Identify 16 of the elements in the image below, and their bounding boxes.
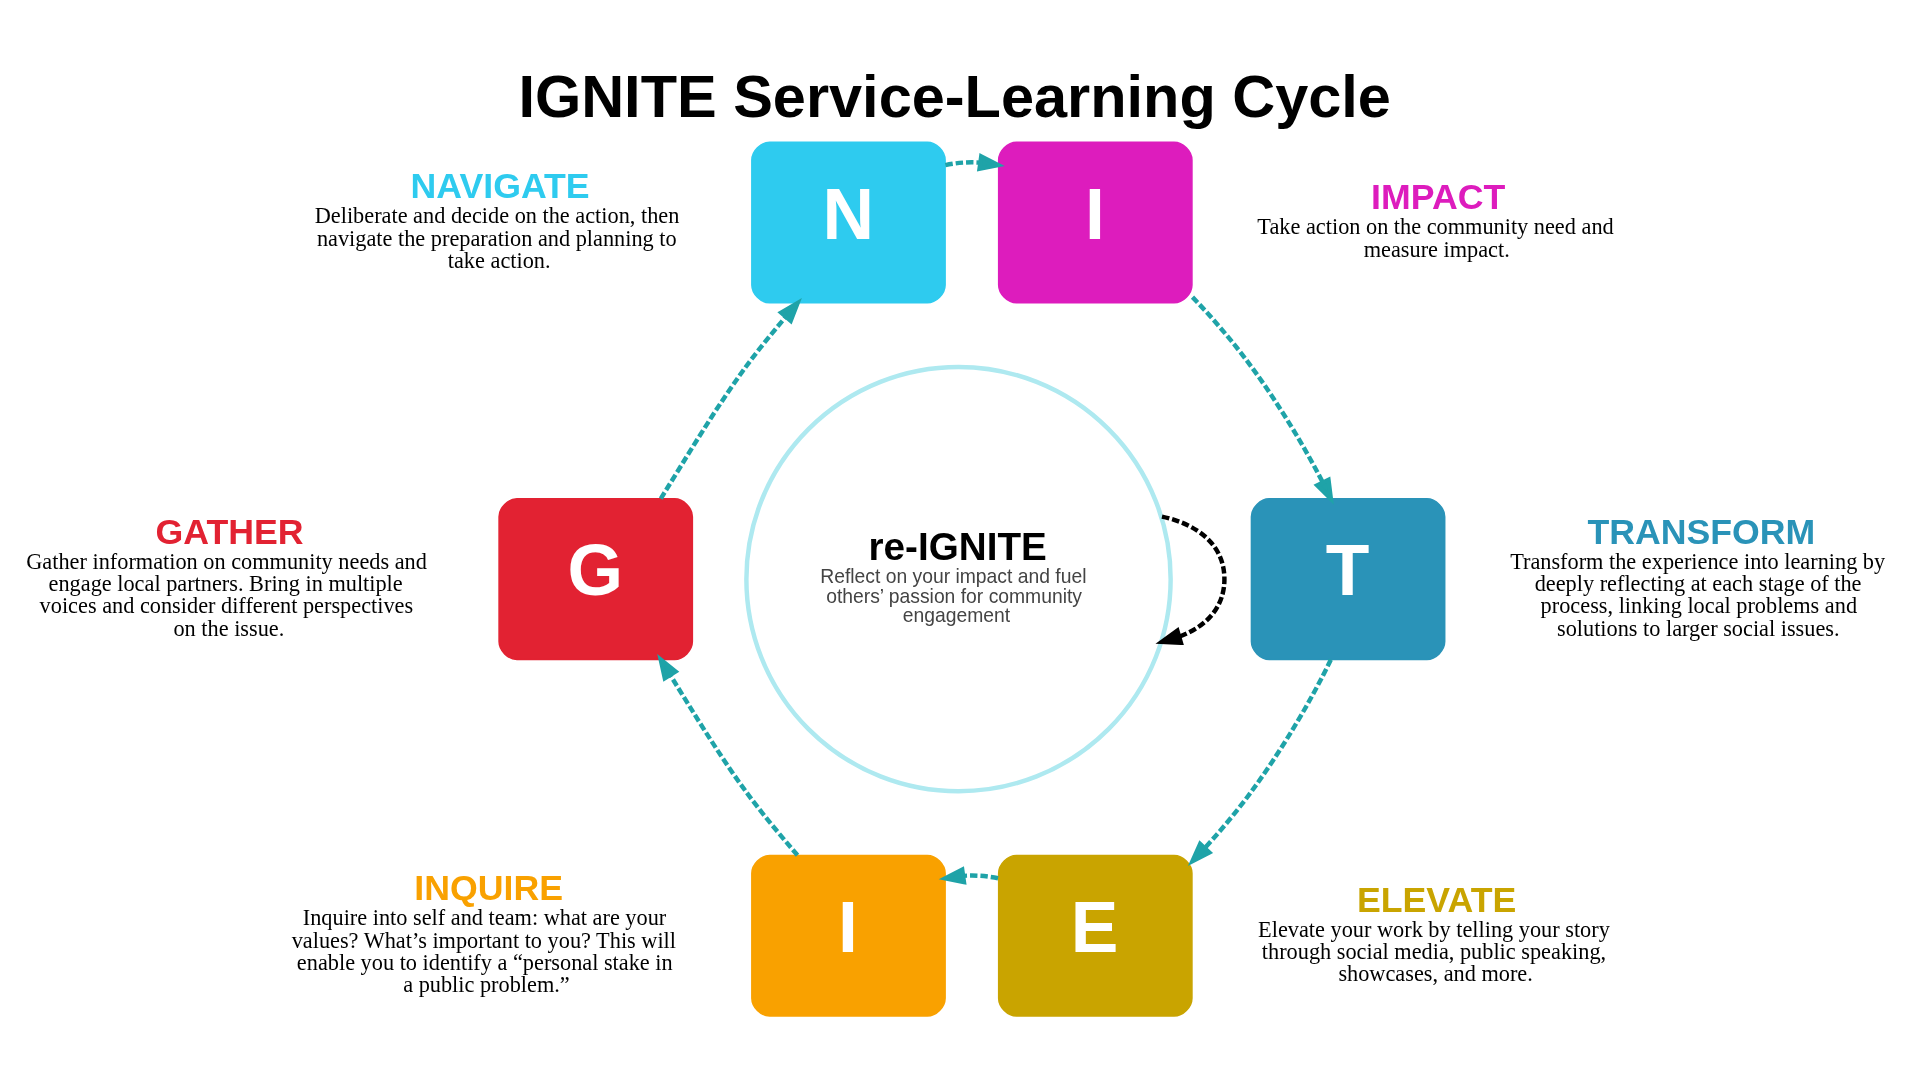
node-box: G	[498, 497, 694, 660]
arrow	[944, 152, 1005, 172]
node-box: T	[1250, 497, 1446, 660]
node-circle: re-IGNITE Reflect on your impact and fuel others’ passion for community engagement	[744, 364, 1173, 793]
arrow	[658, 297, 802, 500]
arrow	[1187, 658, 1333, 866]
arrow	[1155, 513, 1227, 645]
arrow	[1190, 295, 1334, 505]
node-box: N	[751, 141, 946, 304]
diagram-title: IGNITE Service-Learning Cycle	[518, 62, 1391, 130]
arrow	[938, 865, 999, 885]
node-box: I	[751, 854, 946, 1017]
arrow	[657, 653, 800, 857]
node-box: I	[997, 141, 1193, 304]
node-box: E	[997, 854, 1193, 1017]
label: INQUIRE	[414, 867, 563, 908]
